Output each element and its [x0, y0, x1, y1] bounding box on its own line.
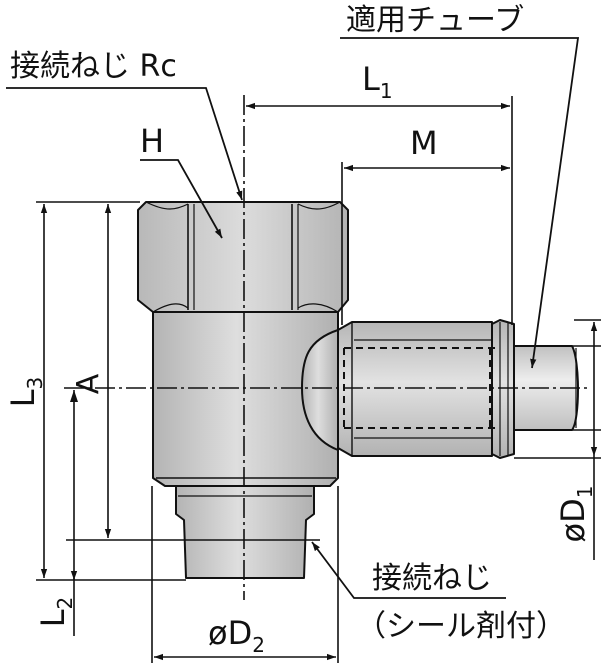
- label-a: A: [71, 373, 106, 394]
- label-h: H: [140, 122, 164, 160]
- label-sealant: （シール剤付）: [356, 609, 566, 644]
- release-collar: [491, 319, 515, 459]
- label-l2: L2: [34, 597, 77, 628]
- dim-l2-upper-arrow: [70, 390, 78, 402]
- label-connect-bottom: 接続ねじ: [372, 561, 492, 596]
- side-nozzle: [337, 321, 493, 457]
- hex-nut: [137, 201, 349, 313]
- bottom-thread: [175, 485, 315, 579]
- leader-bottom-thread: [311, 541, 506, 599]
- side-boss: [301, 329, 339, 451]
- label-m: M: [410, 124, 438, 162]
- leader-tube: [340, 37, 580, 369]
- center-lines: [64, 95, 590, 600]
- label-d1: øD1: [554, 486, 597, 543]
- dimension-lines: [36, 96, 601, 663]
- part-details: [145, 201, 509, 497]
- leader-rc: [6, 87, 243, 201]
- leader-lines: [6, 37, 580, 599]
- label-l1: L1: [362, 60, 393, 103]
- label-l3: L3: [4, 377, 47, 408]
- leader-h: [140, 159, 223, 239]
- labels: 適用チューブ 接続ねじ Rc L1 M H A L3 L2 øD1 øD2 接続…: [4, 3, 597, 657]
- label-connect-rc: 接続ねじ Rc: [10, 49, 177, 84]
- label-d2: øD2: [208, 614, 265, 657]
- label-tube: 適用チューブ: [346, 3, 524, 38]
